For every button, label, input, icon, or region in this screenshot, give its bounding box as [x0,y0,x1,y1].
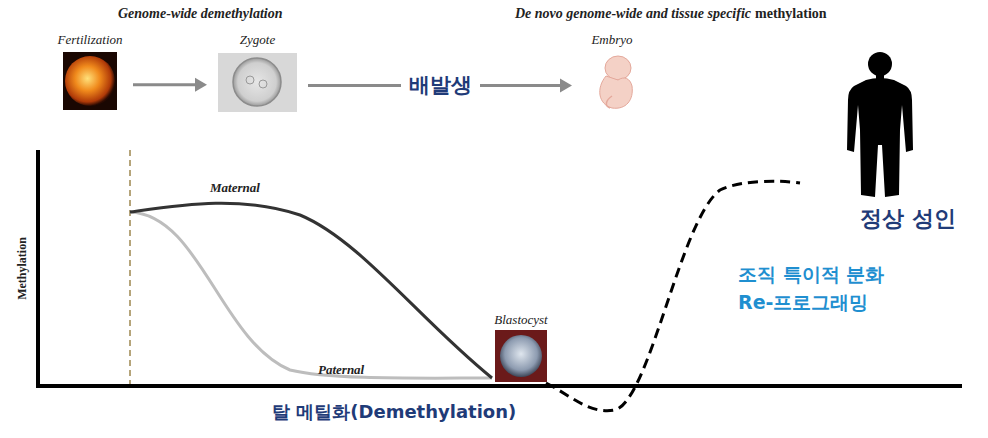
pronucleus [259,80,267,88]
blastocyst-image [495,330,547,382]
image-caption: Embryo [580,32,644,48]
image-caption: Blastocyst [486,312,556,328]
zygote-image [218,53,297,112]
embryo-image [600,56,633,108]
text-label: Paternal [318,362,364,378]
human-silhouette [847,52,913,197]
image-node: Blastocyst [486,312,556,384]
pronucleus [246,76,254,84]
text-label: Genome-wide demethylation [118,6,282,22]
text-label: 정상 성인 [860,204,956,234]
image-node: Embryo [580,32,644,112]
image-caption: Zygote [215,32,300,48]
text-label: 조직 특이적 분화 [738,262,884,288]
text-label: De novo genome-wide and tissue specific [515,6,751,22]
image-node: Zygote [215,32,300,113]
text-label: Re-프로그래밍 [738,290,868,316]
maternal-curve [130,203,492,378]
image-node: Fertilization [55,32,125,112]
text-label: methylation [755,6,827,22]
fertilization-marker [129,150,131,384]
x-axis [36,384,962,388]
blastocyst-cell [500,335,542,377]
y-axis [36,150,40,387]
zygote-cell [233,58,281,106]
text-label: Maternal [210,180,260,196]
egg-cell [65,56,115,106]
text-label: Methylation [15,237,30,300]
flow-arrow [133,78,207,92]
edge-label: 배발생 [401,71,480,99]
paternal-curve [130,212,492,378]
image-caption: Fertilization [55,32,125,48]
fertilization-image [63,52,117,110]
text-label: 탈 메틸화(Demethylation) [272,400,516,424]
